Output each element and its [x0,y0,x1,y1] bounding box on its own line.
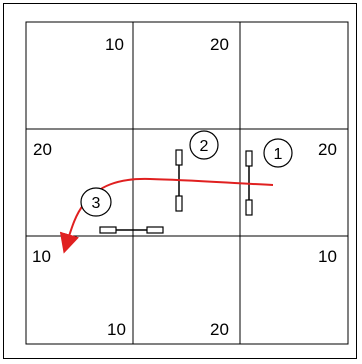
cell-label-bottom-middle-lower: 20 [210,320,229,339]
cell-label-top-middle: 20 [210,35,229,54]
barrier-3 [99,226,164,234]
marker-1-label: 1 [274,146,283,163]
grid-border [25,21,349,345]
cell-label-bottom-left-lower: 10 [107,320,126,339]
outer-border [3,3,357,359]
cell-label-bottom-left: 10 [32,247,51,266]
marker-2: 2 [189,130,219,160]
cell-label-middle-right: 20 [318,140,337,159]
marker-3: 3 [80,187,112,217]
marker-2-label: 2 [200,138,209,155]
path-arrow [59,177,274,254]
marker-1: 1 [263,138,293,168]
cell-label-top-left: 10 [105,35,124,54]
marker-3-label: 3 [92,195,101,212]
cell-label-bottom-right: 10 [318,247,337,266]
cell-label-middle-left: 20 [33,140,52,159]
